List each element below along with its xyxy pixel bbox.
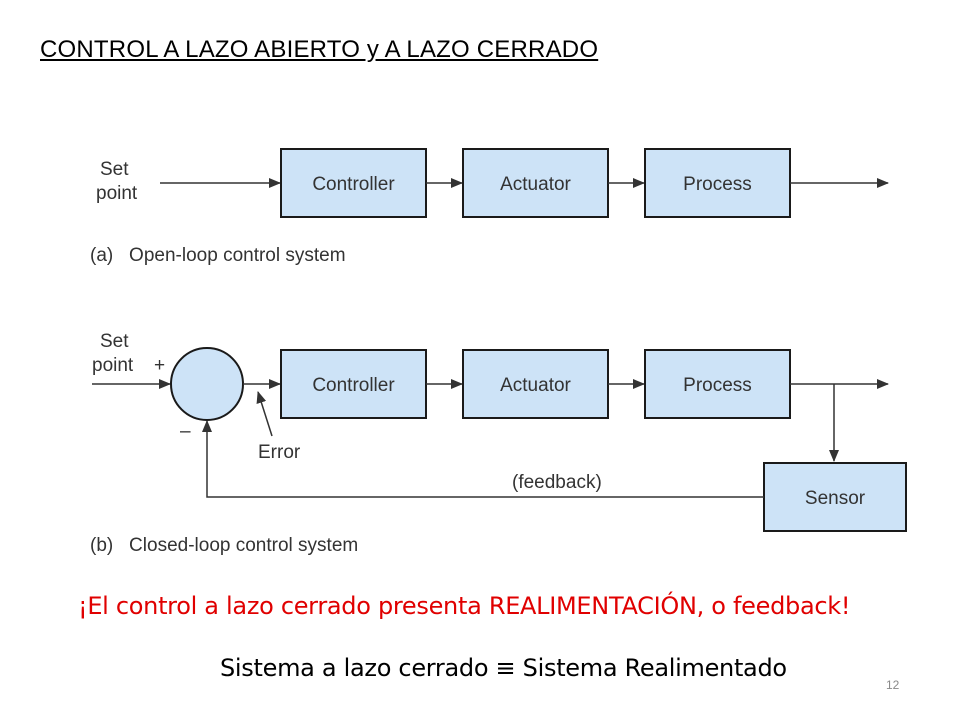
- slide-title: CONTROL A LAZO ABIERTO y A LAZO CERRADO: [40, 36, 599, 63]
- sensor-label: Sensor: [805, 488, 866, 509]
- open-loop-setpoint-label-line2: point: [96, 183, 138, 204]
- closed-loop-controller-label: Controller: [312, 375, 395, 396]
- closed-loop-controller-block: [280, 349, 427, 419]
- open-loop-controller-block: [280, 148, 427, 218]
- open-loop-process-label: Process: [683, 174, 752, 195]
- open-loop-actuator-block: [462, 148, 609, 218]
- closed-loop-setpoint-label-line1: Set: [100, 331, 129, 352]
- closed-loop-setpoint-label-line2: point: [92, 355, 134, 376]
- error-pointer-arrow: [256, 391, 273, 437]
- closed-loop-actuator-label: Actuator: [500, 375, 571, 396]
- feedback-path: [202, 420, 764, 498]
- summing-plus-sign: +: [154, 355, 165, 376]
- sensor-block: [763, 462, 907, 532]
- closed-loop-process-label: Process: [683, 375, 752, 396]
- closed-loop-diagram: Set point + – Error Controller Actuator …: [90, 331, 907, 556]
- open-loop-caption: (a) Open-loop control system: [90, 245, 346, 266]
- closed-loop-process-block: [644, 349, 791, 419]
- open-loop-controller-label: Controller: [312, 174, 395, 195]
- error-label: Error: [258, 442, 301, 463]
- closed-loop-caption: (b) Closed-loop control system: [90, 535, 358, 556]
- feedback-label: (feedback): [512, 472, 602, 493]
- equivalence-note: Sistema a lazo cerrado ≡ Sistema Realime…: [220, 654, 787, 682]
- summing-junction: [170, 347, 244, 421]
- open-loop-setpoint-label-line1: Set: [100, 159, 129, 180]
- feedback-highlight-note: ¡El control a lazo cerrado presenta REAL…: [78, 592, 851, 620]
- open-loop-actuator-label: Actuator: [500, 174, 571, 195]
- page-number: 12: [886, 678, 900, 692]
- open-loop-diagram: Set point Controller Actuator Process (a…: [90, 148, 889, 266]
- summing-minus-sign: –: [180, 421, 191, 442]
